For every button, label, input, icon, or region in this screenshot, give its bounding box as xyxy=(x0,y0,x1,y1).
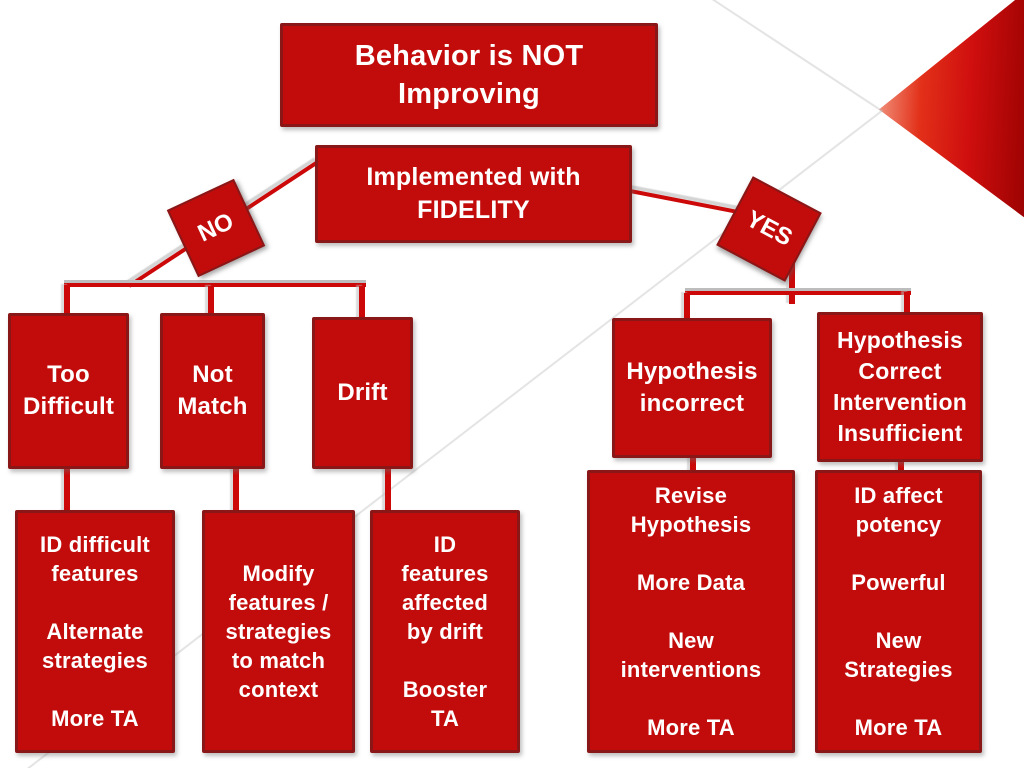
node-drift: Drift xyxy=(312,317,413,469)
connector-stub-id-features xyxy=(385,469,391,513)
node-revise-hypothesis: Revise Hypothesis More Data New interven… xyxy=(587,470,795,753)
node-id-difficult-features: ID difficult features Alternate strategi… xyxy=(15,510,175,753)
node-hypothesis-correct: Hypothesis Correct Intervention Insuffic… xyxy=(817,312,983,462)
connector-stub-id-difficult xyxy=(64,467,70,513)
connector-stub-hypothesis-correct xyxy=(904,292,910,316)
connector-stub-modify xyxy=(233,469,239,513)
connector-stub-revise xyxy=(690,453,696,473)
connector-stub-drift xyxy=(359,286,365,320)
corner-triangle-decoration xyxy=(879,0,1024,218)
connector-stub-id-affect xyxy=(898,457,904,473)
node-implemented-with-fidelity: Implemented with FIDELITY xyxy=(315,145,632,243)
node-yes-label: YES xyxy=(716,176,822,282)
node-modify-features: Modify features / strategies to match co… xyxy=(202,510,355,753)
connector-right-bracket xyxy=(685,291,911,295)
connector-stub-too-difficult xyxy=(64,285,70,316)
node-too-difficult: Too Difficult xyxy=(8,313,129,469)
node-id-features-drift: ID features affected by drift Booster TA xyxy=(370,510,520,753)
background-accent-line xyxy=(699,0,883,112)
connector-stub-hypothesis-incorrect xyxy=(684,293,690,321)
connector-stub-yes xyxy=(789,260,795,304)
node-hypothesis-incorrect: Hypothesis incorrect xyxy=(612,318,772,458)
node-no-label: NO xyxy=(166,178,266,278)
connector-left-bracket xyxy=(64,283,366,287)
node-id-affect-potency: ID affect potency Powerful New Strategie… xyxy=(815,470,982,753)
node-not-match: Not Match xyxy=(160,313,265,469)
node-behavior-not-improving: Behavior is NOT Improving xyxy=(280,23,658,127)
connector-stub-not-match xyxy=(208,286,214,315)
